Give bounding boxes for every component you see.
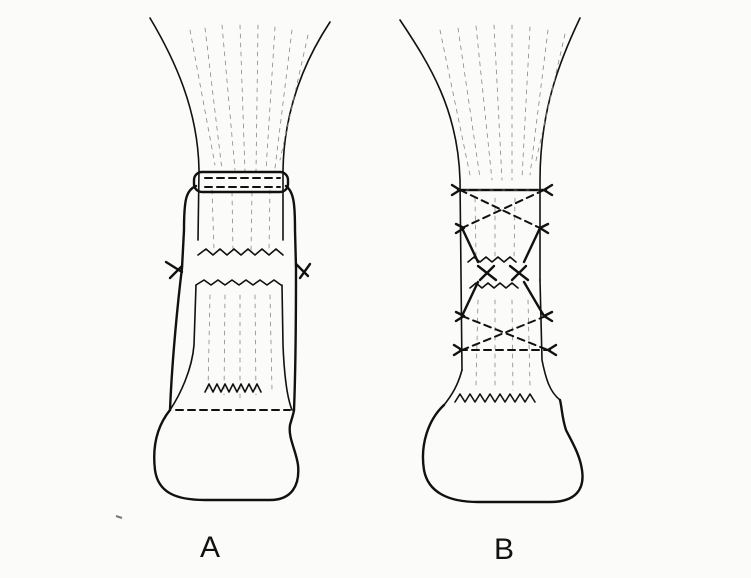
- suture-a-proximal-loop: [194, 172, 288, 192]
- tendon-a-right-edge: [283, 22, 330, 240]
- tendon-b-fibres-lower: [476, 300, 530, 390]
- tendon-b-fibres-upper: [440, 25, 565, 258]
- bone-b: [423, 400, 583, 502]
- tendon-b-right-edge: [540, 18, 580, 280]
- bone-a: [154, 410, 298, 500]
- tendon-b-insertion-fringe: [455, 394, 535, 402]
- tendon-a-cut-lower: [196, 280, 281, 285]
- knot-b-left: [478, 266, 496, 280]
- tendon-a-insertion-fringe: [205, 384, 261, 392]
- tendon-a-lower-right-edge: [282, 285, 292, 410]
- panel-label-a: A: [200, 533, 220, 563]
- knot-a-left: [166, 262, 182, 278]
- tendon-a-left-edge: [150, 18, 199, 240]
- tendon-a-cut-upper: [198, 249, 283, 255]
- suture-a-left-strand: [170, 186, 196, 410]
- tendon-a-fibres-lower: [208, 295, 272, 398]
- tendon-b-lower-right-edge: [540, 280, 560, 400]
- knot-b-right: [510, 266, 528, 280]
- stray-mark: [116, 516, 122, 518]
- tendon-b-lower-left-edge: [444, 370, 462, 405]
- panel-a: [150, 18, 330, 500]
- panel-b: [400, 18, 583, 502]
- panel-label-b: B: [494, 535, 514, 565]
- knot-a-right: [296, 264, 310, 278]
- suture-b-upper: [452, 185, 552, 262]
- tendon-a-fibres-upper: [190, 25, 308, 252]
- suture-a-right-strand: [286, 186, 296, 410]
